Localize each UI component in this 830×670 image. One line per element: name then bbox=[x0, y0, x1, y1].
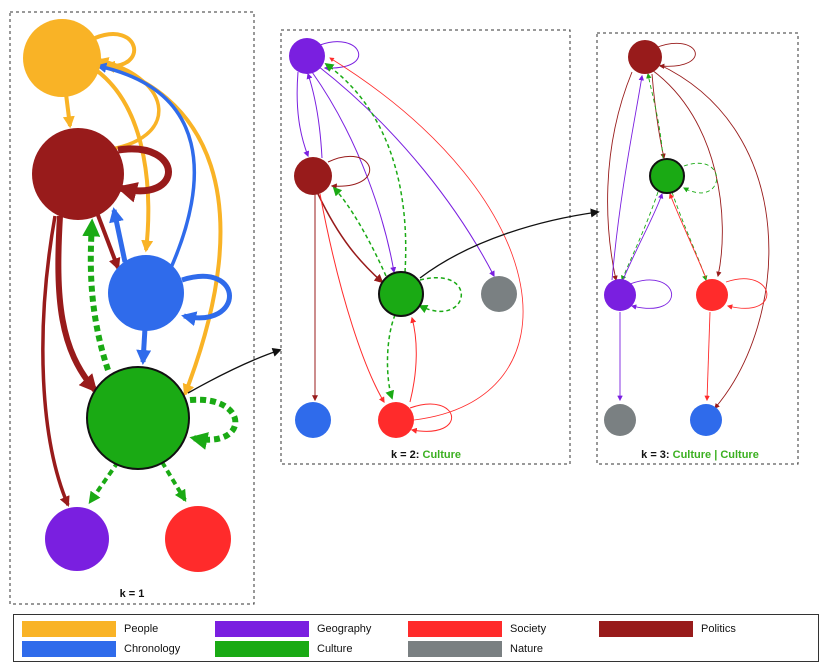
k3-title: k = 3: Culture | Culture bbox=[641, 449, 759, 461]
legend: People Geography Society Politics Chrono… bbox=[13, 614, 819, 662]
legend-swatch bbox=[408, 641, 502, 657]
k1-node-society bbox=[165, 506, 231, 572]
legend-swatch bbox=[215, 641, 309, 657]
k1-node-chronology bbox=[108, 255, 184, 331]
connector-k2-k3 bbox=[419, 208, 600, 279]
k3-node-society bbox=[696, 279, 728, 311]
legend-label: Geography bbox=[317, 623, 372, 635]
k2-node-society bbox=[378, 402, 414, 438]
legend-item-politics: Politics bbox=[599, 620, 736, 638]
legend-swatch bbox=[599, 621, 693, 637]
k1-node-culture bbox=[86, 366, 190, 470]
legend-swatch bbox=[22, 621, 116, 637]
panel-k3: k = 3: Culture | Culture bbox=[596, 32, 799, 465]
connector-k1-k2 bbox=[187, 347, 282, 394]
legend-label: Society bbox=[510, 623, 547, 635]
legend-swatch bbox=[22, 641, 116, 657]
legend-item-geography: Geography bbox=[215, 620, 371, 638]
legend-item-culture: Culture bbox=[215, 640, 352, 658]
legend-label: Politics bbox=[701, 623, 736, 635]
k3-node-geography bbox=[604, 279, 636, 311]
legend-label: Culture bbox=[317, 643, 353, 655]
k3-node-chronology bbox=[690, 404, 722, 436]
k2-node-geography bbox=[289, 38, 325, 74]
k2-edges bbox=[296, 41, 524, 434]
k2-node-politics bbox=[294, 157, 332, 195]
k1-title: k = 1 bbox=[120, 588, 145, 600]
k3-edges bbox=[607, 42, 770, 409]
transition-diagram: k = 1 bbox=[9, 11, 799, 605]
k3-title-highlight: Culture | Culture bbox=[673, 449, 759, 461]
k2-title: k = 2: Culture bbox=[391, 449, 461, 461]
k2-node-nature bbox=[481, 276, 517, 312]
legend-label: People bbox=[124, 623, 159, 635]
legend-item-people: People bbox=[22, 620, 158, 638]
k1-node-politics bbox=[32, 128, 124, 220]
k2-node-chronology bbox=[295, 402, 331, 438]
k2-title-highlight: Culture bbox=[423, 449, 462, 461]
panel-k2: k = 2: Culture bbox=[280, 29, 571, 465]
k3-node-nature bbox=[604, 404, 636, 436]
k3-node-politics bbox=[628, 40, 662, 74]
legend-item-society: Society bbox=[408, 620, 546, 638]
k1-edges bbox=[41, 32, 239, 507]
panel-k1: k = 1 bbox=[9, 11, 255, 605]
legend-swatch bbox=[408, 621, 502, 637]
k1-node-people bbox=[23, 19, 101, 97]
k2-node-culture bbox=[378, 271, 424, 317]
legend-item-nature: Nature bbox=[408, 640, 543, 658]
legend-label: Nature bbox=[510, 643, 544, 655]
legend-label: Chronology bbox=[124, 643, 181, 655]
k1-node-geography bbox=[45, 507, 109, 571]
legend-item-chronology: Chronology bbox=[22, 640, 180, 658]
legend-swatch bbox=[215, 621, 309, 637]
k3-node-culture bbox=[649, 158, 685, 194]
